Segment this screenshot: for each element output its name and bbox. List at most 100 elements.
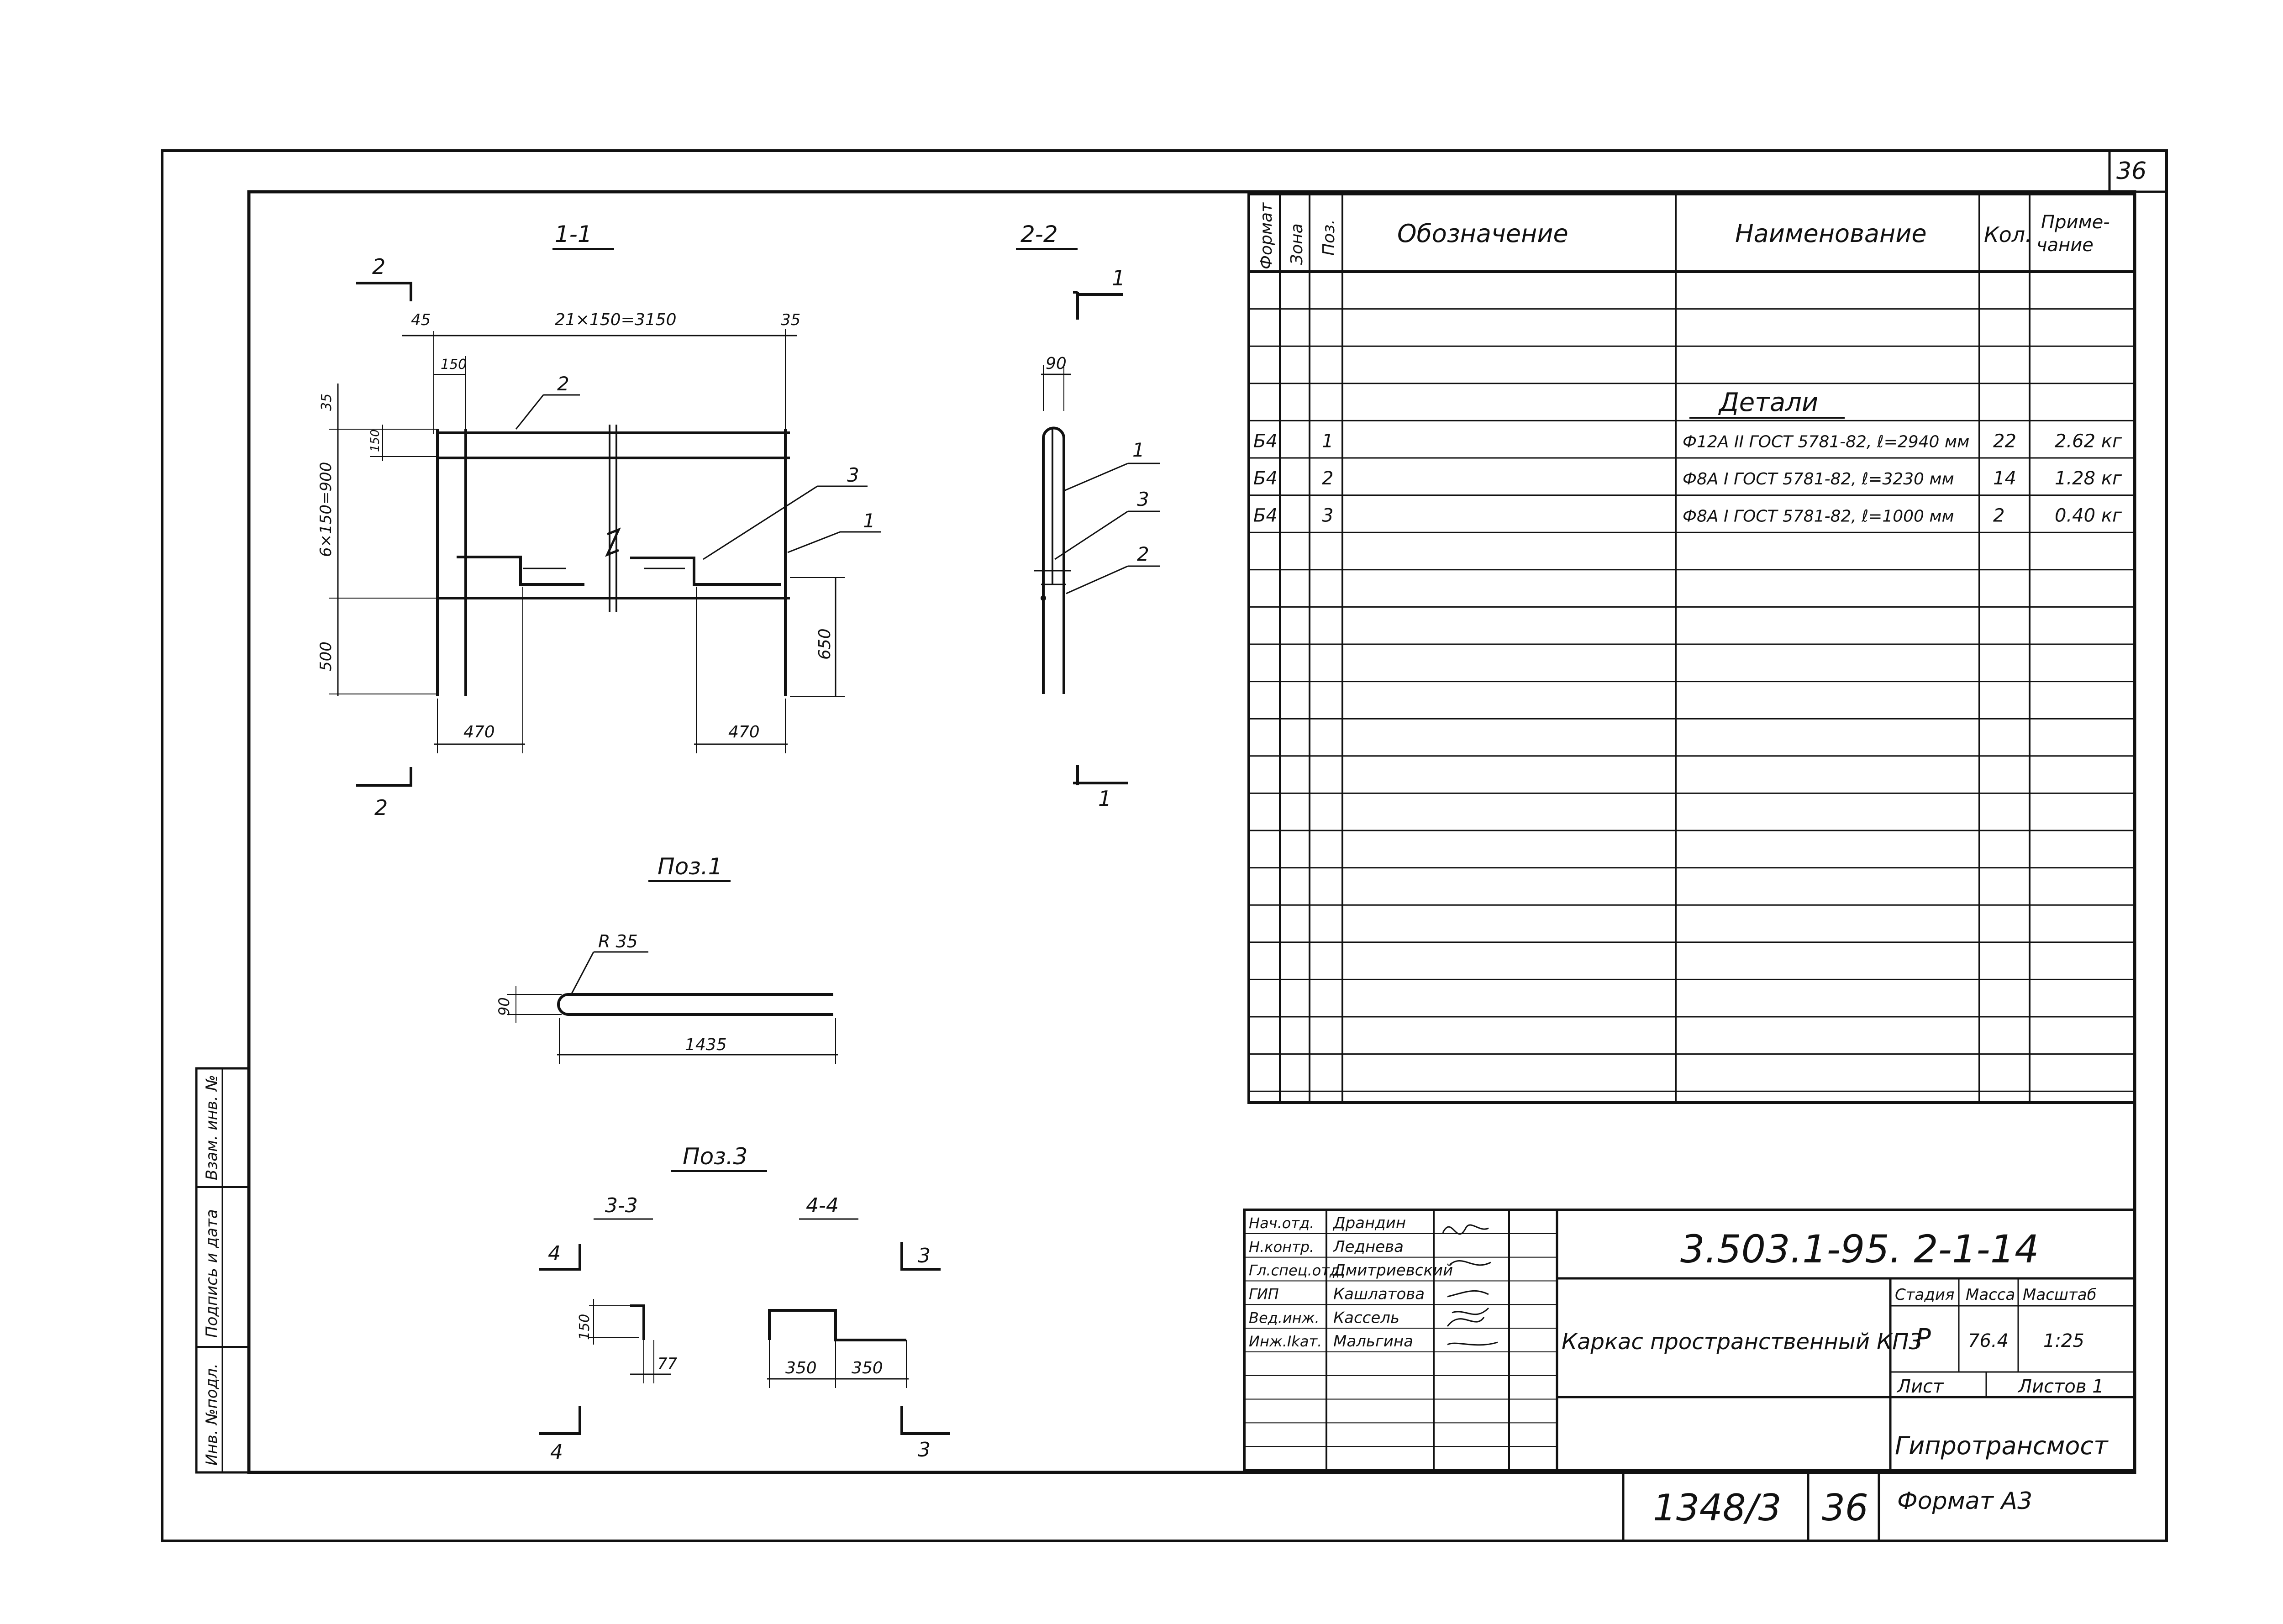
- spec-cell-format: Б4: [1253, 505, 1278, 526]
- pos1-title: Поз.1: [658, 853, 722, 880]
- spec-table: Формат Зона Поз. Обозначение Наименовани…: [1247, 193, 2136, 1104]
- scale-label: Масштаб: [2023, 1286, 2097, 1304]
- spec-cell-pos: 3: [1322, 505, 1333, 526]
- callout-1-1-c: 1: [863, 510, 875, 532]
- header-zone: Зона: [1288, 223, 1306, 265]
- format-label: Формат А3: [1897, 1487, 2032, 1515]
- sheet-page-number: 36: [2116, 158, 2146, 185]
- section-2-2: 2-2 1 1 90 1 3 2: [1016, 221, 1160, 811]
- section-2-2-title: 2-2: [1021, 221, 1058, 247]
- pos3-sec-4-4: 4-4: [806, 1194, 839, 1217]
- side-stamp-inv: Инв. №подл.: [203, 1363, 221, 1466]
- dim-right-offset: 35: [781, 311, 800, 329]
- stage-value: Р: [1915, 1324, 1931, 1353]
- side-stamp: Инв. №подл. Подпись и дата Взам. инв. №: [195, 1067, 250, 1474]
- dim-350-right: 350: [852, 1359, 883, 1377]
- role-name: Кассель: [1333, 1309, 1399, 1327]
- spec-cell-format: Б4: [1253, 431, 1278, 452]
- pos1-detail: Поз.1 R 35 90 1435: [495, 853, 838, 1064]
- page-number-box: [2108, 151, 2167, 193]
- callout-2-2-b: 3: [1137, 488, 1149, 510]
- role-name: Дмитриевский: [1332, 1261, 1453, 1280]
- object-name: Каркас пространственный КП3: [1562, 1329, 1923, 1355]
- stage-label: Стадия: [1895, 1286, 1954, 1304]
- spec-cell-note: 0.40 кг: [2055, 505, 2122, 526]
- pos1-radius: R 35: [598, 931, 638, 951]
- header-format: Формат: [1257, 202, 1276, 269]
- spec-cell-pos: 2: [1322, 468, 1333, 489]
- header-note: Приме-чание: [2036, 212, 2110, 256]
- spec-cell-qty: 2: [1993, 505, 2004, 526]
- role-title: Инж.Ikат.: [1249, 1333, 1322, 1350]
- header-pos: Поз.: [1320, 219, 1338, 256]
- role-name: Кашлатова: [1333, 1285, 1425, 1303]
- spec-cell-note: 2.62 кг: [2055, 431, 2122, 452]
- cut-3-top: 3: [918, 1244, 931, 1267]
- side-stamp-sign: Подпись и дата: [203, 1209, 221, 1338]
- pos3-sec-3-3: 3-3: [605, 1194, 638, 1217]
- role-name: Леднева: [1332, 1238, 1404, 1256]
- dim-77: 77: [658, 1355, 678, 1373]
- spec-cell-name: Ф12А II ГОСТ 5781-82, ℓ=2940 мм: [1683, 432, 1969, 451]
- organization: Гипротрансмост: [1895, 1431, 2109, 1460]
- pos3-title: Поз.3: [683, 1143, 747, 1170]
- footer-page-number: 36: [1822, 1487, 1868, 1529]
- archive-number: 1348/3: [1653, 1487, 1781, 1529]
- spec-cell-qty: 14: [1993, 468, 2016, 489]
- spec-row-lines: [1249, 308, 2135, 1092]
- mass-label: Масса: [1966, 1286, 2015, 1304]
- dim-right-height: 650: [815, 628, 834, 660]
- spec-cell-name: Ф8А I ГОСТ 5781-82, ℓ=1000 мм: [1683, 507, 1954, 526]
- section-title-details: Детали: [1718, 388, 1818, 417]
- dim-left-offset: 45: [411, 311, 431, 329]
- callout-2-2-a: 1: [1132, 439, 1145, 461]
- signature-marks: [1442, 1224, 1498, 1346]
- dim-height: 6×150=900: [317, 462, 335, 557]
- role-title: Н.контр.: [1249, 1238, 1314, 1256]
- cut-3-bottom: 3: [918, 1438, 931, 1461]
- scale-value: 1:25: [2043, 1330, 2084, 1351]
- cut-4-top: 4: [548, 1242, 561, 1265]
- dim-350-left: 350: [785, 1359, 817, 1377]
- dim-bottom-height: 500: [317, 641, 335, 671]
- sheet-label: Лист: [1896, 1376, 1944, 1397]
- dim-top-offset: 35: [319, 394, 335, 411]
- sheets-label: Листов 1: [2017, 1376, 2104, 1397]
- spec-cell-format: Б4: [1253, 468, 1278, 489]
- document-code: 3.503.1-95. 2-1-14: [1680, 1227, 2039, 1272]
- role-name: Драндин: [1332, 1214, 1406, 1232]
- role-title: Гл.спец.отд: [1249, 1262, 1340, 1279]
- spec-cell-note: 1.28 кг: [2055, 468, 2122, 489]
- cut-label-2-top: 2: [372, 254, 385, 279]
- spec-cell-name: Ф8А I ГОСТ 5781-82, ℓ=3230 мм: [1683, 470, 1954, 489]
- callout-1-1-a: 2: [557, 373, 569, 395]
- spec-cell-qty: 22: [1993, 431, 2016, 452]
- dim-right-width: 470: [728, 723, 760, 741]
- title-block-row-lines: [1244, 1233, 1557, 1447]
- callout-2-2-c: 2: [1137, 543, 1149, 565]
- pos1-length: 1435: [685, 1035, 727, 1054]
- cut-label-1-top: 1: [1112, 266, 1125, 290]
- dim-left-width: 470: [463, 723, 495, 741]
- footer-strip: 1348/3 36 Формат А3: [1622, 1472, 2032, 1541]
- dim-2-2-width: 90: [1046, 354, 1067, 373]
- section-1-1: 1-1 2 2 45 21×150=3150 35 150 35 6×150=9…: [317, 221, 881, 820]
- role-title: ГИП: [1249, 1285, 1279, 1303]
- section-1-1-title: 1-1: [555, 221, 592, 247]
- header-designation: Обозначение: [1397, 219, 1568, 248]
- pos3-detail: Поз.3 3-3 4-4 4 4 3 3 77 150 350 350: [539, 1143, 950, 1464]
- callout-1-1-b: 3: [847, 464, 859, 486]
- dim-pitch: 150: [441, 357, 467, 373]
- pos1-height: 90: [495, 997, 513, 1016]
- dim-overall-width: 21×150=3150: [555, 310, 676, 329]
- cut-4-bottom: 4: [550, 1440, 563, 1464]
- side-stamp-replace: Взам. инв. №: [203, 1075, 221, 1180]
- header-name: Наименование: [1735, 219, 1927, 248]
- cut-label-1-bottom: 1: [1098, 786, 1111, 811]
- role-title: Нач.отд.: [1249, 1214, 1314, 1232]
- spec-cell-pos: 1: [1322, 431, 1333, 452]
